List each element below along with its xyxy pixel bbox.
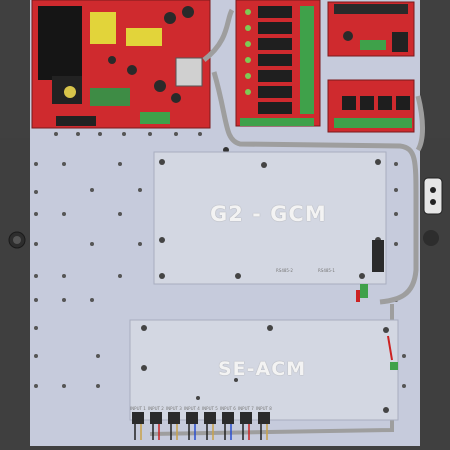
- acm-output-label-5: INPUT 5: [202, 406, 218, 411]
- gcm-connectors: [356, 240, 384, 302]
- acm-label: SE-ACM: [218, 358, 307, 380]
- acm-output-label-2: INPUT 2: [148, 406, 164, 411]
- gcm-label: G2 - GCM: [210, 202, 327, 226]
- right-latch-hole-2: [430, 199, 436, 205]
- cable-right: [415, 95, 425, 152]
- acm-output-label-6: INPUT 6: [220, 406, 236, 411]
- right-latch: [423, 177, 443, 215]
- power-supply-board: [31, 0, 211, 129]
- rs485-1-label: RS485-1: [318, 268, 335, 273]
- acm-output-wires: [134, 424, 268, 440]
- acm-output-label-7: INPUT 7: [238, 406, 254, 411]
- acm-green-terminal: [390, 362, 398, 370]
- acm-output-terminals: [132, 412, 270, 424]
- acm-output-label-8: INPUT 8: [256, 406, 272, 411]
- mounting-holes: [34, 132, 406, 388]
- output-board: [327, 79, 415, 133]
- acm-output-label-1: INPUT 1: [130, 406, 146, 411]
- right-hinge: [423, 230, 439, 246]
- control-board-top: [327, 1, 415, 57]
- acm-output-label-4: INPUT 4: [184, 406, 200, 411]
- gcm-board: [153, 151, 387, 285]
- acm-output-label-3: INPUT 3: [166, 406, 182, 411]
- right-latch-hole-1: [430, 187, 436, 193]
- acm-red-wire: [387, 335, 393, 361]
- acm-board: [129, 319, 399, 421]
- rs485-2-label: RS485-2: [276, 268, 293, 273]
- relay-board: [235, 0, 321, 127]
- acm-screws: [141, 325, 389, 413]
- left-hinge-inner: [13, 236, 21, 244]
- cable-top: [202, 8, 419, 305]
